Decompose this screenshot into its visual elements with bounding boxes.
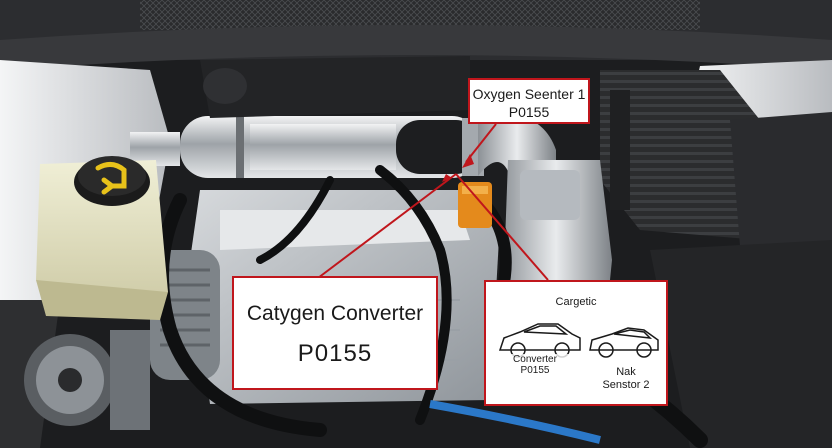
car-sedan-icon — [498, 323, 581, 358]
oxygen-sensor-callout: Oxygen Seenter 1 P0155 — [468, 78, 590, 124]
inset-left-caption: Converter P0155 — [500, 354, 570, 376]
converter-code: P0155 — [297, 340, 373, 367]
reservoir-cap-icon — [95, 162, 127, 195]
oxygen-sensor-code: P0155 — [508, 104, 550, 120]
inset-right-caption: Nak Senstor 2 — [602, 366, 650, 391]
converter-label: Catygen Converter — [246, 302, 424, 325]
inset-title: Cargetic — [555, 296, 597, 308]
inset-callout: Cargetic Converter P0155 Nak Senstor 2 — [484, 280, 668, 406]
converter-callout: Catygen Converter P0155 — [232, 276, 438, 390]
car-coupe-icon — [589, 327, 659, 358]
oxygen-sensor-label: Oxygen Seenter 1 — [472, 86, 586, 102]
